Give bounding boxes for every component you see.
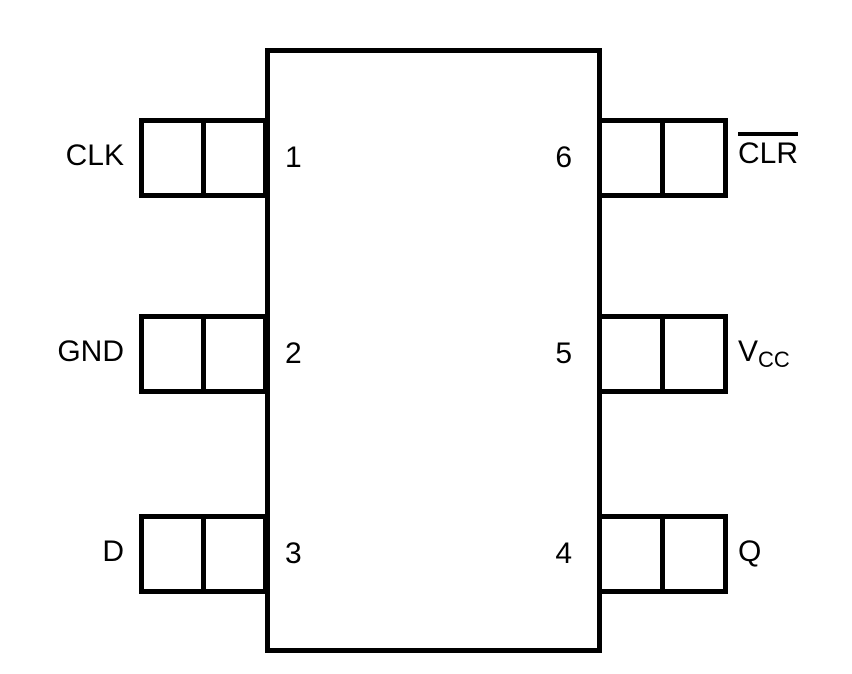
pin-2-label: GND [57, 335, 124, 368]
pin-3-label: D [102, 535, 124, 568]
pin-4-number: 4 [555, 537, 572, 570]
pin-6-label: CLR [738, 131, 799, 171]
pin-3-number: 3 [285, 537, 302, 570]
pin-3-lead-inner-cell [201, 519, 263, 589]
pin-1-number: 1 [285, 141, 302, 174]
pin-5-lead-outer-cell [660, 319, 723, 389]
pin-1-lead [139, 118, 268, 198]
pin-6-lead-inner-cell [602, 123, 660, 193]
pin-1-lead-outer-cell [144, 123, 201, 193]
pin-6-lead [597, 118, 728, 198]
pin-5-lead [597, 314, 728, 394]
pin-1-lead-inner-cell [201, 123, 263, 193]
pin-3: D [0, 514, 268, 594]
pin-5-label: VCC [738, 335, 790, 372]
pin-2-number: 2 [285, 337, 302, 370]
pin-6-lead-outer-cell [660, 123, 723, 193]
pin-3-lead-outer-cell [144, 519, 201, 589]
pin-1: CLK [0, 118, 268, 198]
pin-5: VCC [597, 314, 852, 394]
pin-2-lead-outer-cell [144, 319, 201, 389]
pin-3-lead [139, 514, 268, 594]
pin-5-label-subscript: CC [758, 347, 790, 372]
pin-2: GND [0, 314, 268, 394]
pin-6: CLR [597, 118, 852, 198]
pin-4-lead-inner-cell [602, 519, 660, 589]
pin-4-lead [597, 514, 728, 594]
pin-5-number: 5 [555, 337, 572, 370]
pin-1-label: CLK [65, 139, 124, 172]
pin-5-label-main: V [738, 335, 759, 368]
pin-5-lead-inner-cell [602, 319, 660, 389]
pin-2-lead [139, 314, 268, 394]
pin-4-label: Q [738, 535, 762, 568]
pin-6-number: 6 [555, 141, 572, 174]
pin-4: Q [597, 514, 852, 594]
pin-2-lead-inner-cell [201, 319, 263, 389]
pin-4-lead-outer-cell [660, 519, 723, 589]
